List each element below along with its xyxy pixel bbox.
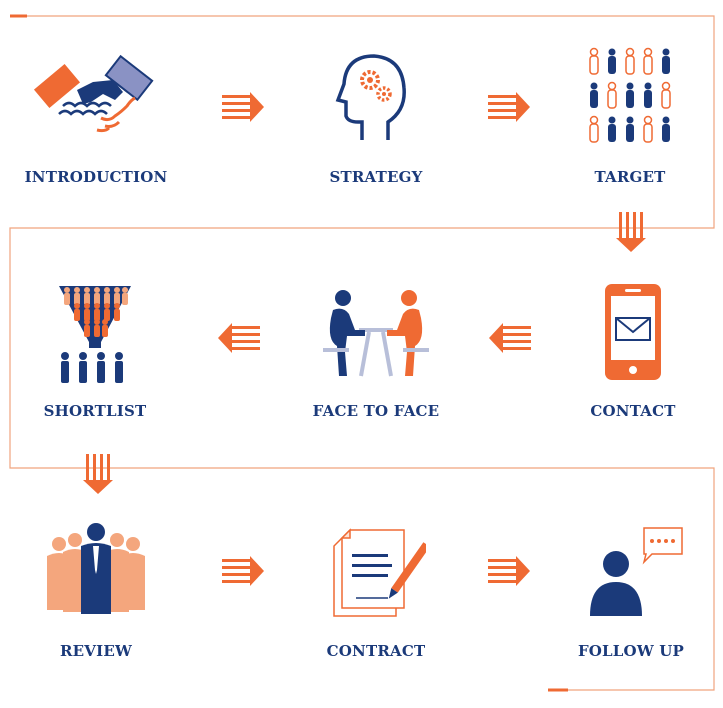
step-label: REVIEW — [59, 642, 133, 660]
arrow-right-icon — [222, 556, 264, 591]
arrow-left-icon — [489, 323, 531, 358]
arrow-left-icon — [218, 323, 260, 358]
arrow-right-icon — [222, 92, 264, 127]
arrow-right-icon — [488, 92, 530, 127]
step-follow-up: FOLLOW UP — [541, 524, 721, 660]
step-label: CONTACT — [590, 402, 676, 420]
step-strategy: STRATEGY — [286, 44, 466, 186]
handshake-icon — [33, 54, 154, 133]
head-gears-icon — [335, 54, 406, 140]
step-label: TARGET — [594, 168, 666, 186]
team-icon — [47, 523, 145, 614]
step-label: CONTRACT — [326, 642, 426, 660]
step-label: SHORTLIST — [43, 402, 147, 420]
step-contact: CONTACT — [543, 282, 723, 420]
arrow-down-icon — [83, 454, 113, 499]
step-label: INTRODUCTION — [24, 168, 168, 186]
step-label: FACE TO FACE — [312, 402, 440, 420]
people-grid-icon — [589, 47, 671, 143]
step-label: STRATEGY — [329, 168, 423, 186]
funnel-icon — [59, 286, 131, 383]
step-target: TARGET — [540, 44, 720, 186]
step-face-to-face: FACE TO FACE — [286, 284, 466, 420]
meeting-table-icon — [323, 290, 429, 377]
step-shortlist: SHORTLIST — [5, 282, 185, 420]
step-introduction: INTRODUCTION — [6, 44, 186, 186]
arrow-down-icon — [616, 212, 646, 257]
document-pen-icon — [333, 528, 426, 617]
person-speech-icon — [590, 527, 683, 616]
step-label: FOLLOW UP — [577, 642, 685, 660]
phone-envelope-icon — [605, 284, 661, 380]
step-contract: CONTRACT — [286, 524, 466, 660]
step-review: REVIEW — [6, 522, 186, 660]
arrow-right-icon — [488, 556, 530, 591]
